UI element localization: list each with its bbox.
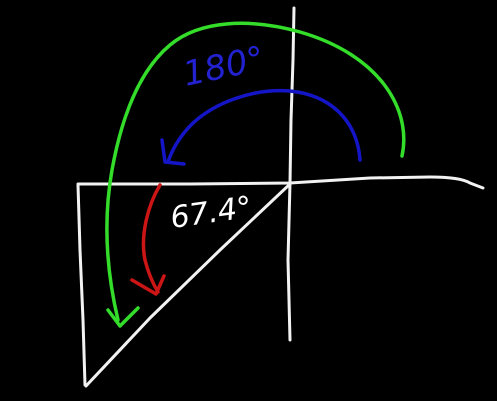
outer-rotation-arc	[105, 21, 406, 328]
red-arrowhead-icon	[130, 274, 166, 296]
blue-arrowhead-icon	[160, 138, 186, 166]
reference-angle-arc	[130, 183, 166, 296]
y-axis	[286, 6, 296, 342]
coordinate-axes	[76, 6, 485, 342]
x-axis	[76, 175, 485, 190]
inner-arc-curve	[166, 88, 362, 164]
green-arrowhead-icon	[106, 306, 140, 328]
inner-rotation-arc	[160, 88, 362, 166]
small-arc-curve	[141, 183, 162, 294]
triangle-hypotenuse	[84, 182, 292, 388]
triangle-vertical-side	[76, 183, 87, 387]
label-180-degrees: 180°	[180, 39, 268, 95]
outer-arc-curve	[105, 21, 406, 322]
reference-triangle	[76, 182, 292, 388]
